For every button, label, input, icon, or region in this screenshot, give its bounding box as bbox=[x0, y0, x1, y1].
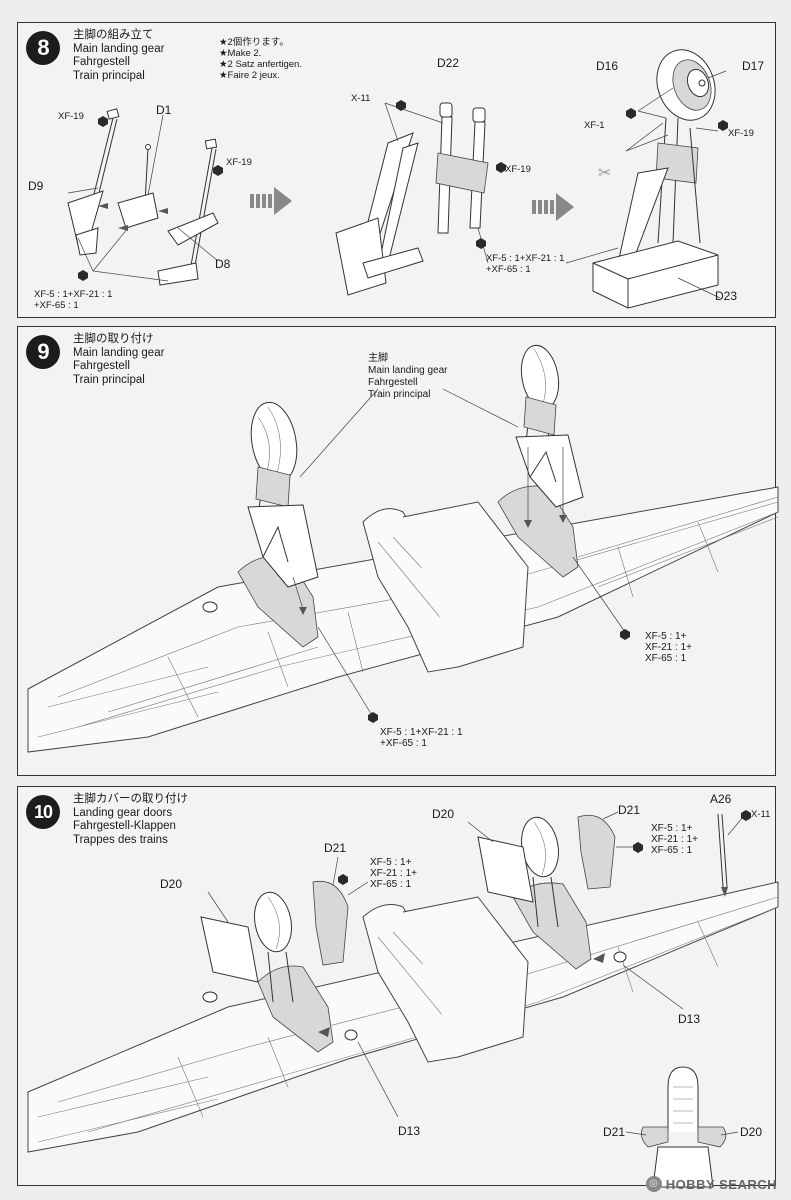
step-number: 9 bbox=[26, 335, 60, 369]
step-10-illustration bbox=[27, 810, 779, 1188]
sequence-arrow-2 bbox=[532, 193, 574, 221]
paint-markers bbox=[78, 100, 728, 281]
paint-xf19: XF-19 bbox=[226, 157, 252, 168]
paint-xf19: XF-19 bbox=[728, 128, 754, 139]
part-label-d21: D21 bbox=[324, 841, 347, 855]
paint-mix-f: XF-5 : 1+ XF-21 : 1+ XF-65 : 1 bbox=[651, 823, 698, 856]
title-de: Fahrgestell bbox=[73, 360, 130, 372]
part-label-d13: D13 bbox=[398, 1124, 421, 1138]
paint-mix-b: XF-5 : 1+XF-21 : 1 +XF-65 : 1 bbox=[486, 253, 565, 275]
paint-x11: X-11 bbox=[351, 93, 371, 104]
title-jp: 主脚の取り付け bbox=[73, 333, 154, 345]
paint-mix-e: XF-5 : 1+ XF-21 : 1+ XF-65 : 1 bbox=[370, 857, 417, 890]
step-9-panel: 9 主脚の取り付け Main landing gear Fahrgestell … bbox=[17, 326, 779, 776]
paint-xf19: XF-19 bbox=[505, 164, 531, 175]
part-label-d20: D20 bbox=[432, 807, 455, 821]
main-gear-left bbox=[247, 401, 319, 615]
paint-mix-d: XF-5 : 1+XF-21 : 1 +XF-65 : 1 bbox=[380, 727, 463, 749]
part-label-d20: D20 bbox=[160, 877, 183, 891]
paint-x11: X-11 bbox=[751, 809, 771, 820]
part-label-d21: D21 bbox=[618, 803, 641, 817]
part-label-d8: D8 bbox=[215, 257, 231, 271]
step-8-panel: 8 主脚の組み立て Main landing gear Fahrgestell … bbox=[17, 22, 776, 318]
make-two-note: ★2個作ります。 ★Make 2. ★2 Satz anfertigen. ★F… bbox=[219, 37, 302, 81]
part-label-a26: A26 bbox=[710, 792, 732, 806]
title-en: Landing gear doors bbox=[73, 806, 173, 819]
title-jp: 主脚の組み立て bbox=[73, 29, 154, 41]
part-label-d17: D17 bbox=[742, 59, 765, 73]
gear-doors-left bbox=[200, 856, 399, 1118]
assembled-struts bbox=[335, 102, 489, 296]
a26-part bbox=[717, 810, 751, 897]
step-titles: 主脚の取り付け Main landing gear Fahrgestell Tr… bbox=[73, 333, 164, 387]
title-jp: 主脚カバーの取り付け bbox=[73, 793, 188, 805]
part-label-d23: D23 bbox=[715, 289, 738, 303]
hobby-search-watermark: ◎ HOBBY SEARCH bbox=[645, 1176, 777, 1192]
paint-xf1: XF-1 bbox=[584, 120, 605, 131]
part-label-d1: D1 bbox=[156, 103, 172, 117]
title-fr: Trappes des trains bbox=[73, 833, 168, 846]
title-fr: Train principal bbox=[73, 69, 145, 82]
exploded-gear-parts bbox=[67, 108, 219, 286]
part-label-d22: D22 bbox=[437, 56, 460, 70]
part-label-d13: D13 bbox=[678, 1012, 701, 1026]
paint-mix-c: XF-5 : 1+ XF-21 : 1+ XF-65 : 1 bbox=[645, 631, 692, 664]
part-label-d9: D9 bbox=[28, 179, 44, 193]
main-gear-callout: 主脚 Main landing gear Fahrgestell Train p… bbox=[368, 353, 448, 400]
detail-inset-view bbox=[625, 1066, 739, 1188]
title-de: Fahrgestell bbox=[73, 56, 130, 68]
svg-text:✂: ✂ bbox=[598, 163, 611, 182]
part-label-d21: D21 bbox=[603, 1125, 626, 1139]
step-8-illustration: ✂ bbox=[67, 49, 728, 309]
hobby-search-logo-icon: ◎ bbox=[645, 1176, 662, 1192]
paint-mix-a: XF-5 : 1+XF-21 : 1 +XF-65 : 1 bbox=[34, 289, 113, 311]
title-de: Fahrgestell-Klappen bbox=[73, 820, 176, 832]
wing-underside bbox=[27, 485, 779, 753]
title-en: Main landing gear bbox=[73, 42, 165, 55]
step-9-illustration bbox=[27, 344, 779, 753]
title-en: Main landing gear bbox=[73, 346, 165, 359]
part-label-d16: D16 bbox=[596, 59, 619, 73]
step-titles: 主脚の組み立て Main landing gear Fahrgestell Tr… bbox=[73, 29, 164, 83]
main-gear-right bbox=[515, 344, 584, 528]
sequence-arrow-1 bbox=[250, 187, 292, 215]
wheel-assembly: ✂ bbox=[565, 49, 727, 309]
step-10-panel: 10 主脚カバーの取り付け Landing gear doors Fahrges… bbox=[17, 786, 779, 1188]
gear-doors-right bbox=[347, 811, 684, 1010]
step-number: 8 bbox=[26, 31, 60, 65]
part-label-d20: D20 bbox=[740, 1125, 763, 1139]
wing-underside bbox=[27, 881, 779, 1153]
title-fr: Train principal bbox=[73, 373, 145, 386]
paint-xf19: XF-19 bbox=[58, 111, 84, 122]
step-number: 10 bbox=[26, 795, 60, 829]
step-titles: 主脚カバーの取り付け Landing gear doors Fahrgestel… bbox=[73, 793, 188, 847]
